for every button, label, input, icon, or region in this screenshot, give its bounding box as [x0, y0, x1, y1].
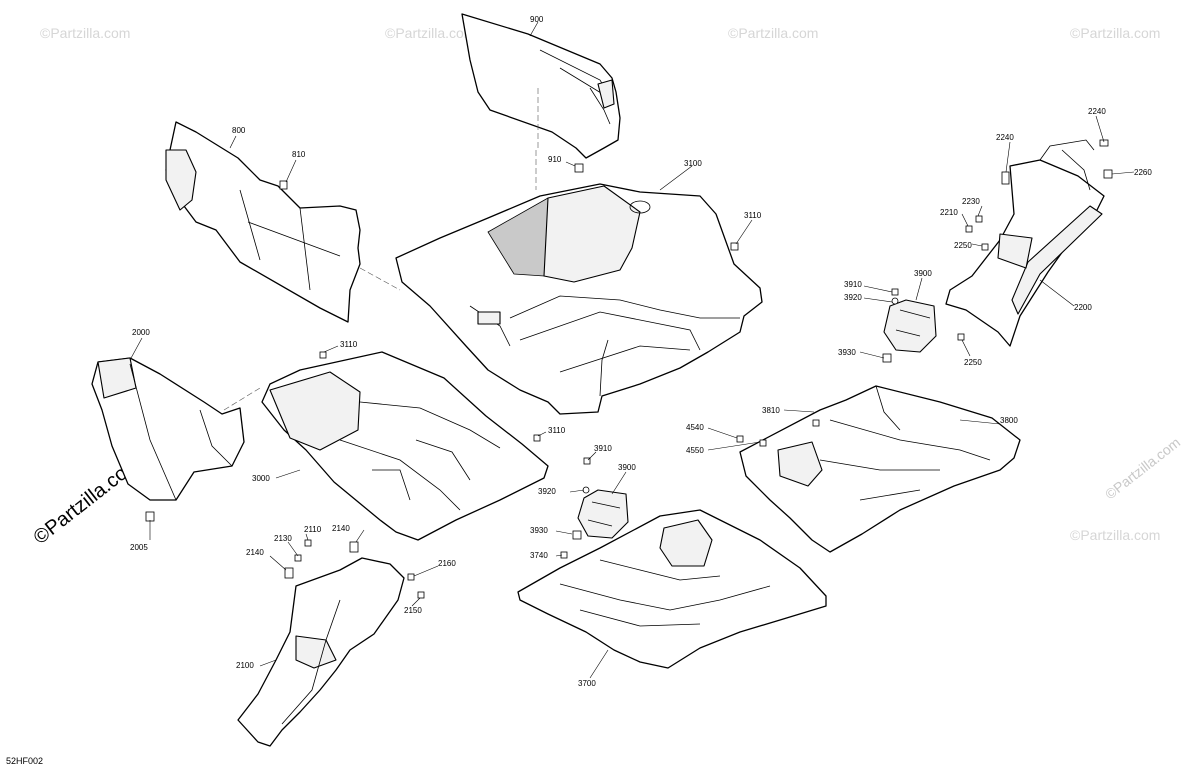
- callout-2240-b[interactable]: 2240: [996, 133, 1014, 142]
- callout-3810[interactable]: 3810: [762, 406, 780, 415]
- part-2250-clip-b[interactable]: [957, 333, 965, 341]
- part-900-rear-panel[interactable]: [461, 13, 621, 159]
- callout-2000[interactable]: 2000: [132, 328, 150, 337]
- part-2240-bolt-b[interactable]: [1099, 139, 1109, 147]
- callout-3910-b[interactable]: 3910: [594, 444, 612, 453]
- callout-800[interactable]: 800: [232, 126, 246, 135]
- callout-3110-c[interactable]: 3110: [548, 426, 566, 435]
- callout-3110-a[interactable]: 3110: [744, 211, 762, 220]
- callout-3700[interactable]: 3700: [578, 679, 596, 688]
- watermark-top-3: ©Partzilla.com: [728, 25, 818, 41]
- part-810-fastener[interactable]: [279, 180, 288, 190]
- part-3110-fastener-b[interactable]: [319, 351, 327, 359]
- part-3110-fastener-a[interactable]: [730, 242, 739, 251]
- watermark-right: ©Partzilla.com: [1070, 527, 1160, 543]
- part-2200-right-panel[interactable]: [945, 139, 1105, 347]
- part-3110-fastener-c[interactable]: [533, 434, 541, 442]
- callout-2150[interactable]: 2150: [404, 606, 422, 615]
- part-3810-fastener[interactable]: [812, 419, 820, 427]
- callout-900[interactable]: 900: [530, 15, 544, 24]
- part-3910-bolt-a[interactable]: [891, 288, 899, 296]
- part-800-left-panel[interactable]: [165, 121, 361, 323]
- callout-3930-b[interactable]: 3930: [530, 526, 548, 535]
- callout-910[interactable]: 910: [548, 155, 562, 164]
- watermark-top-4: ©Partzilla.com: [1070, 25, 1160, 41]
- part-2150-clip[interactable]: [417, 591, 425, 599]
- callout-2250-b[interactable]: 2250: [964, 358, 982, 367]
- callout-2160[interactable]: 2160: [438, 559, 456, 568]
- part-2160-clip[interactable]: [407, 573, 415, 581]
- part-910-clip[interactable]: [574, 163, 584, 173]
- callout-3110-b[interactable]: 3110: [340, 340, 358, 349]
- part-4540-fastener[interactable]: [736, 435, 744, 443]
- part-3700-center-floor[interactable]: [517, 509, 827, 669]
- callout-4540[interactable]: 4540: [686, 423, 704, 432]
- part-2140-clip-b[interactable]: [349, 541, 359, 553]
- leader-lines: [129, 21, 1135, 679]
- part-2250-clip-a[interactable]: [981, 243, 989, 251]
- callout-3000[interactable]: 3000: [252, 474, 270, 483]
- callout-2230[interactable]: 2230: [962, 197, 980, 206]
- part-3910-bolt-b[interactable]: [583, 457, 591, 465]
- callout-3100[interactable]: 3100: [684, 159, 702, 168]
- part-2140-clip-a[interactable]: [284, 567, 294, 579]
- callout-2210[interactable]: 2210: [940, 208, 958, 217]
- part-2005-fastener[interactable]: [145, 511, 155, 522]
- part-2240-bolt-a[interactable]: [1001, 171, 1010, 185]
- callout-3740[interactable]: 3740: [530, 551, 548, 560]
- part-3100-main-floor[interactable]: [395, 183, 763, 415]
- watermark-top-2: ©Partzilla.com: [385, 25, 475, 41]
- callout-2250-a[interactable]: 2250: [954, 241, 972, 250]
- callout-810[interactable]: 810: [292, 150, 306, 159]
- part-2260-nut[interactable]: [1103, 169, 1113, 179]
- diagram-code: 52HF002: [6, 756, 43, 766]
- part-3800-right-floor[interactable]: [739, 385, 1021, 553]
- part-2000-front-left-panel[interactable]: [91, 357, 245, 501]
- part-2210-screw[interactable]: [965, 225, 973, 233]
- callout-3910-a[interactable]: 3910: [844, 280, 862, 289]
- callout-3900-a[interactable]: 3900: [914, 269, 932, 278]
- callout-2130[interactable]: 2130: [274, 534, 292, 543]
- callout-2260[interactable]: 2260: [1134, 168, 1152, 177]
- callout-3920-a[interactable]: 3920: [844, 293, 862, 302]
- callout-2240-a[interactable]: 2240: [1088, 107, 1106, 116]
- part-3920-washer-a[interactable]: [891, 297, 899, 305]
- watermark-top: ©Partzilla.com: [40, 25, 130, 41]
- callout-2110[interactable]: 2110: [304, 525, 322, 534]
- callout-3800[interactable]: 3800: [1000, 416, 1018, 425]
- part-3900-mount-b[interactable]: [577, 489, 629, 539]
- part-3000-left-floor[interactable]: [261, 351, 549, 541]
- part-2110-screw[interactable]: [304, 539, 312, 547]
- part-3930-nut-b[interactable]: [572, 530, 582, 540]
- part-4550-fastener[interactable]: [759, 439, 767, 447]
- callout-2200[interactable]: 2200: [1074, 303, 1092, 312]
- part-2230-screw[interactable]: [975, 215, 983, 223]
- callout-2005[interactable]: 2005: [130, 543, 148, 552]
- part-2130-screw[interactable]: [294, 554, 302, 562]
- callout-3900-b[interactable]: 3900: [618, 463, 636, 472]
- part-3900-mount-a[interactable]: [883, 299, 937, 353]
- callout-3920-b[interactable]: 3920: [538, 487, 556, 496]
- callout-2140-b[interactable]: 2140: [246, 548, 264, 557]
- watermark-right-diagonal: ©Partzilla.com: [1102, 434, 1183, 502]
- part-2100-side-bracket[interactable]: [237, 557, 405, 747]
- part-3930-nut-a[interactable]: [882, 353, 892, 363]
- callout-3930-a[interactable]: 3930: [838, 348, 856, 357]
- callout-4550[interactable]: 4550: [686, 446, 704, 455]
- callout-2140-a[interactable]: 2140: [332, 524, 350, 533]
- callout-2100[interactable]: 2100: [236, 661, 254, 670]
